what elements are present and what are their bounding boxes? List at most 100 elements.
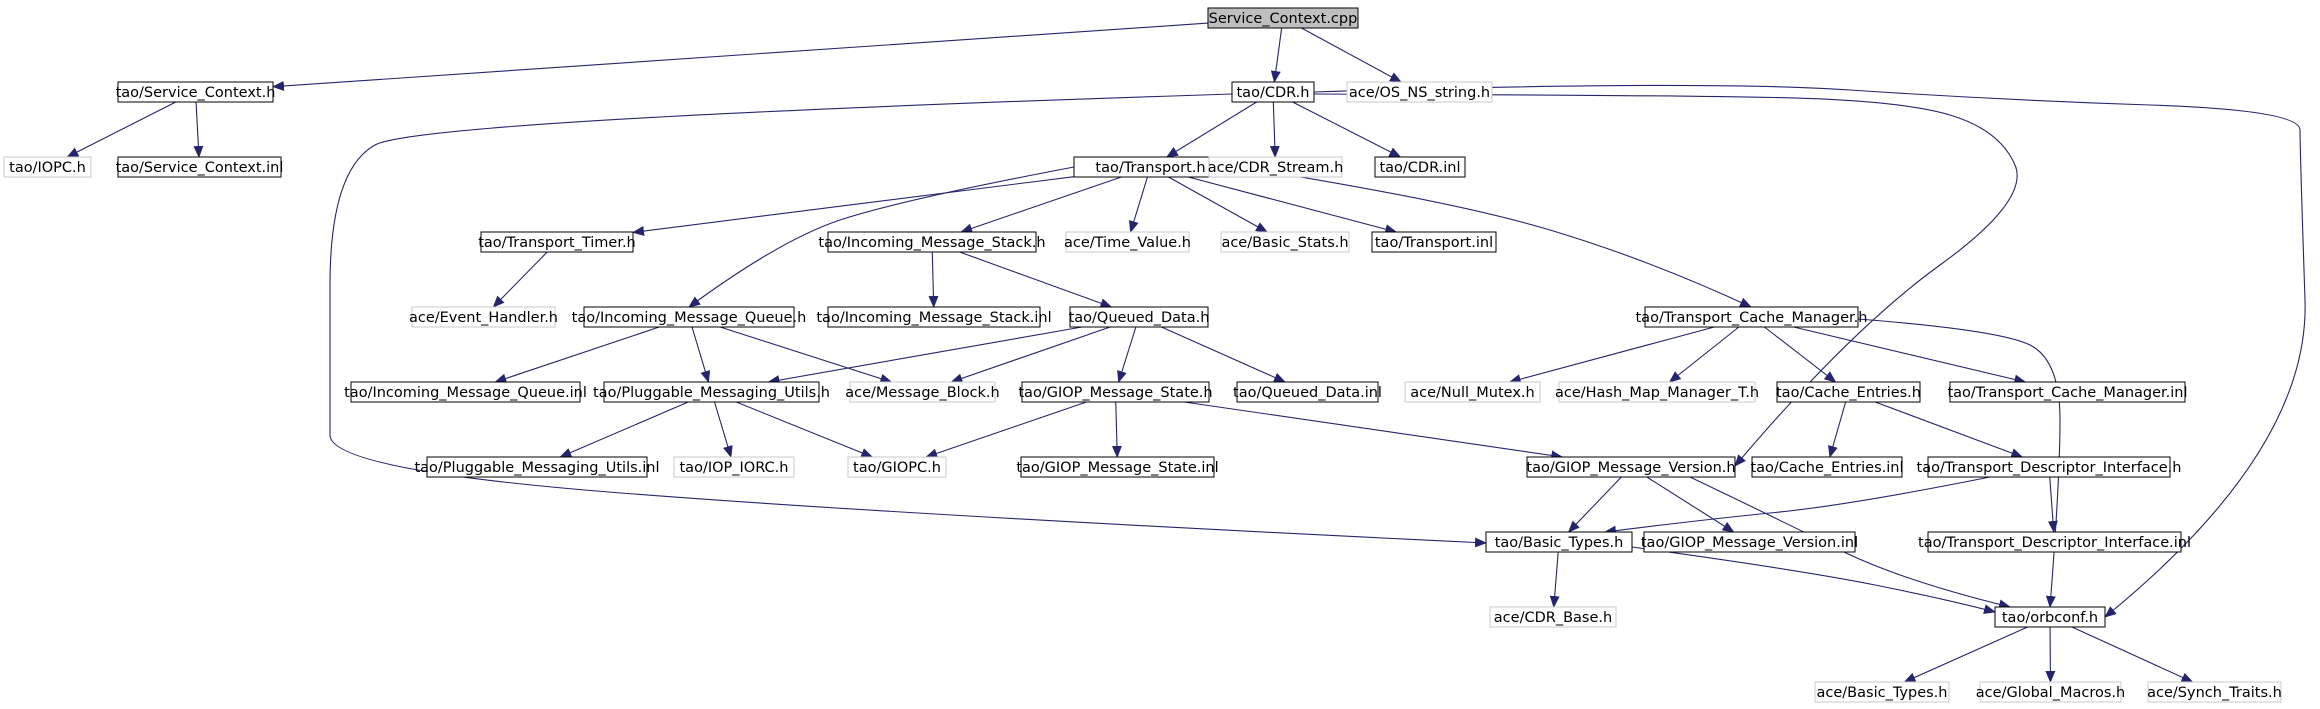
node-label: tao/Queued_Data.inl [1233, 385, 1382, 401]
node-tcm-h[interactable]: tao/Transport_Cache_Manager.h [1636, 306, 1868, 328]
node-label: tao/Incoming_Message_Queue.inl [344, 385, 587, 401]
edge-cdr_h-to-orbconf [1313, 84, 2306, 618]
node-gmv-inl[interactable]: tao/GIOP_Message_Version.inl [1641, 531, 1858, 553]
edge-gmv_h-to-basic_types [1567, 476, 1622, 533]
edge-tcm_h-to-ce_h [1764, 326, 1837, 383]
edge-cdr_h-to-cdr_inl [1292, 101, 1402, 158]
node-box [350, 381, 581, 403]
edge-qd_h-to-pmu_h [767, 326, 1083, 386]
edge-cdr_h-to-transport_h [1165, 101, 1257, 158]
edge-cdr_h-to-gmv_h [1313, 93, 2018, 467]
node-ce-h[interactable]: tao/Cache_Entries.h [1776, 381, 1921, 403]
node-label: ace/CDR_Base.h [1494, 610, 1612, 626]
node-label: ace/Event_Handler.h [409, 310, 558, 326]
node-cdr-h[interactable]: tao/CDR.h [1231, 81, 1315, 103]
node-label: tao/Transport_Timer.h [478, 235, 636, 251]
node-box [411, 306, 556, 328]
node-gmv-h[interactable]: tao/GIOP_Message_Version.h [1526, 456, 1736, 478]
node-box [1558, 381, 1756, 403]
node-pmu-inl[interactable]: tao/Pluggable_Messaging_Utils.inl [414, 456, 660, 478]
node-label: tao/Incoming_Message_Stack.inl [816, 310, 1051, 326]
node-label: tao/Pluggable_Messaging_Utils.inl [414, 460, 659, 476]
node-event-handler: ace/Event_Handler.h [409, 306, 558, 328]
node-ims-h[interactable]: tao/Incoming_Message_Stack.h [818, 231, 1046, 253]
edge-transport_h-to-basic_stats [1168, 176, 1268, 233]
node-label: tao/Transport.inl [1375, 235, 1493, 251]
node-ims-inl[interactable]: tao/Incoming_Message_Stack.inl [816, 306, 1052, 328]
node-label: tao/orbconf.h [2002, 610, 2098, 626]
edge-imq_h-to-imq_inl [494, 326, 660, 384]
node-label: tao/Basic_Types.h [1495, 535, 1624, 551]
edge-ce_h-to-tdi_h [1875, 401, 2024, 458]
node-orbconf[interactable]: tao/orbconf.h [1994, 606, 2106, 628]
node-label: tao/Cache_Entries.inl [1750, 460, 1903, 476]
node-box [1489, 606, 1617, 628]
node-box [1644, 306, 1859, 328]
node-label: ace/Time_Value.h [1064, 235, 1191, 251]
edge-gms_h-to-gms_inl [1111, 401, 1122, 458]
node-transport-inl[interactable]: tao/Transport.inl [1371, 231, 1497, 253]
node-box [2147, 681, 2282, 703]
node-label: tao/Incoming_Message_Queue.h [572, 310, 807, 326]
nodes-layer: Service_Context.cpp tao/Service_Context.h… [3, 7, 2282, 703]
edge-gmv_h-to-gmv_inl [1646, 476, 1735, 533]
node-ce-inl[interactable]: tao/Cache_Entries.inl [1750, 456, 1904, 478]
node-null-mutex: ace/Null_Mutex.h [1404, 381, 1541, 403]
node-box [849, 381, 996, 403]
node-imq-inl[interactable]: tao/Incoming_Message_Queue.inl [344, 381, 587, 403]
node-basic-types[interactable]: tao/Basic_Types.h [1485, 531, 1633, 553]
edge-root-to-os_ns [1301, 27, 1402, 83]
node-box [1526, 456, 1736, 478]
node-imq-h[interactable]: tao/Incoming_Message_Queue.h [572, 306, 807, 328]
node-tcm-inl[interactable]: tao/Transport_Cache_Manager.inl [1947, 381, 2188, 403]
node-timer[interactable]: tao/Transport_Timer.h [478, 231, 636, 253]
node-box [1927, 456, 2171, 478]
node-box [1371, 231, 1497, 253]
edge-transport_h-to-timer [632, 176, 1075, 236]
node-box [1485, 531, 1633, 553]
edge-tcm_h-to-hash_map [1668, 326, 1740, 383]
node-root[interactable]: Service_Context.cpp [1207, 7, 1359, 29]
node-label: ace/CDR_Stream.h [1208, 160, 1344, 176]
node-box [1927, 531, 2182, 553]
node-label: ace/Null_Mutex.h [1410, 385, 1534, 401]
node-box [1069, 306, 1209, 328]
node-gms-inl[interactable]: tao/GIOP_Message_State.inl [1016, 456, 1219, 478]
edge-root-to-cdr_h [1270, 27, 1283, 83]
node-box [117, 81, 274, 103]
node-label: tao/GIOP_Message_State.h [1018, 385, 1212, 401]
edge-tcm_h-to-orbconf [1857, 318, 2061, 608]
node-label: tao/CDR.inl [1379, 160, 1460, 176]
node-box [1207, 7, 1359, 29]
node-label: tao/Service_Context.inl [116, 160, 284, 176]
node-label: tao/CDR.h [1237, 85, 1310, 101]
node-qd-inl[interactable]: tao/Queued_Data.inl [1233, 381, 1382, 403]
edge-basic_types-to-cdr_base [1549, 551, 1560, 608]
node-cdr-inl[interactable]: tao/CDR.inl [1374, 156, 1466, 178]
node-label: tao/Queued_Data.h [1069, 310, 1210, 326]
node-tdi-h[interactable]: tao/Transport_Descriptor_Interface.h [1917, 456, 2182, 478]
node-label: ace/Basic_Stats.h [1221, 235, 1348, 251]
node-os-ns: ace/OS_NS_string.h [1346, 81, 1493, 103]
node-gms-h[interactable]: tao/GIOP_Message_State.h [1018, 381, 1213, 403]
node-tdi-inl[interactable]: tao/Transport_Descriptor_Interface.inl [1918, 531, 2191, 553]
node-box [603, 381, 820, 403]
node-box [117, 156, 282, 178]
edge-ims_h-to-ims_inl [928, 251, 939, 308]
edge-ce_h-to-ce_inl [1828, 401, 1847, 458]
node-svc-inl[interactable]: tao/Service_Context.inl [116, 156, 284, 178]
edge-cdr_h-to-basic_types [329, 93, 1487, 548]
edge-root-to-svc_h [272, 22, 1209, 91]
edge-transport_h-to-time_value [1129, 176, 1148, 233]
edge-qd_h-to-gms_h [1117, 326, 1137, 383]
edge-svc_h-to-iopc [66, 101, 177, 158]
node-box [583, 306, 795, 328]
node-label: tao/GIOP_Message_Version.h [1526, 460, 1735, 476]
node-transport-h[interactable]: tao/Transport.h [1073, 156, 1228, 178]
node-label: tao/Transport_Cache_Manager.h [1636, 310, 1868, 326]
node-pmu-h[interactable]: tao/Pluggable_Messaging_Utils.h [593, 381, 830, 403]
node-label: tao/Incoming_Message_Stack.h [818, 235, 1045, 251]
node-qd-h[interactable]: tao/Queued_Data.h [1069, 306, 1210, 328]
node-svc-h[interactable]: tao/Service_Context.h [116, 81, 276, 103]
